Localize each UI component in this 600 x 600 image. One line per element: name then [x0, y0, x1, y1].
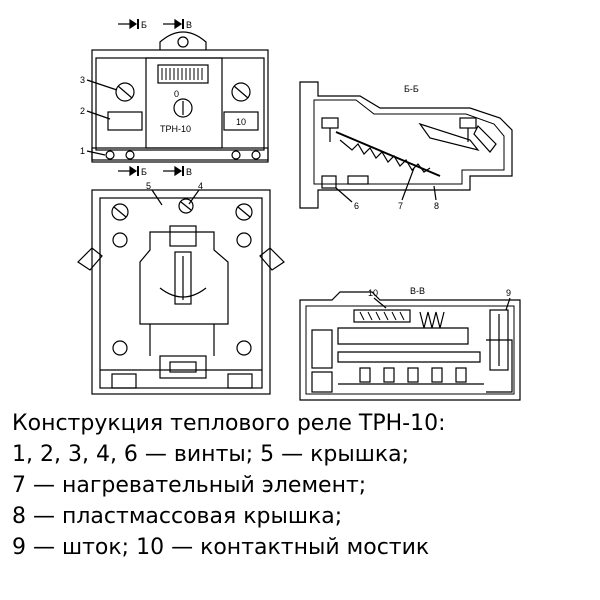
bottom-body	[91, 189, 271, 395]
scale-zero: 0	[174, 89, 179, 99]
caption-line-1: Конструкция теплового реле ТРН-10:	[12, 411, 446, 436]
callout-1: 1	[80, 146, 85, 156]
section-arrow-b-top: Б	[118, 18, 147, 30]
callout-5: 5	[146, 181, 151, 191]
section-bb: Б-Б 6 7 8	[299, 81, 513, 211]
top-cap	[159, 31, 207, 50]
section-b-mark: Б	[141, 20, 147, 30]
top-body	[91, 49, 269, 161]
callout-9: 9	[506, 288, 511, 298]
caption-line-3: 7 — нагревательный элемент;	[12, 473, 367, 498]
svg-text:Б: Б	[141, 167, 147, 177]
callout-7: 7	[398, 201, 403, 211]
section-vv: В-В 10 9	[299, 286, 521, 401]
figure-caption: Конструкция теплового реле ТРН-10: 1, 2,…	[12, 408, 598, 563]
callout-2: 2	[80, 106, 85, 116]
caption-line-2: 1, 2, 3, 4, 6 — винты; 5 — крышка;	[12, 442, 410, 467]
relay-diagram: Б В 0 ТРН-10	[77, 18, 521, 401]
top-view: Б В 0 ТРН-10	[80, 18, 269, 177]
heating-element	[339, 139, 431, 173]
bb-housing	[299, 81, 513, 209]
callout-8: 8	[434, 201, 439, 211]
contact-bridge	[353, 309, 411, 323]
cap-screw	[177, 36, 189, 48]
section-vv-title: В-В	[410, 286, 425, 296]
callout-4: 4	[198, 181, 203, 191]
caption-line-5: 9 — шток; 10 — контактный мостик	[12, 535, 430, 560]
section-v-mark: В	[186, 20, 192, 30]
adjust-knob	[173, 98, 193, 118]
callout-6: 6	[354, 201, 359, 211]
bottom-view: 5 4	[77, 181, 285, 395]
value-10: 10	[236, 117, 246, 127]
left-screw	[115, 82, 135, 102]
callout-3: 3	[80, 75, 85, 85]
device-name: ТРН-10	[160, 124, 191, 134]
section-arrow-v-bottom: В	[163, 165, 192, 177]
plunger	[174, 251, 192, 305]
right-screw	[231, 82, 251, 102]
caption-line-4: 8 — пластмассовая крышка;	[12, 504, 343, 529]
vv-housing	[299, 291, 521, 401]
svg-text:В: В	[186, 167, 192, 177]
section-bb-title: Б-Б	[404, 84, 419, 94]
section-arrow-v-top: В	[163, 18, 192, 30]
scale-window	[145, 57, 223, 149]
section-arrow-b-bottom: Б	[118, 165, 147, 177]
